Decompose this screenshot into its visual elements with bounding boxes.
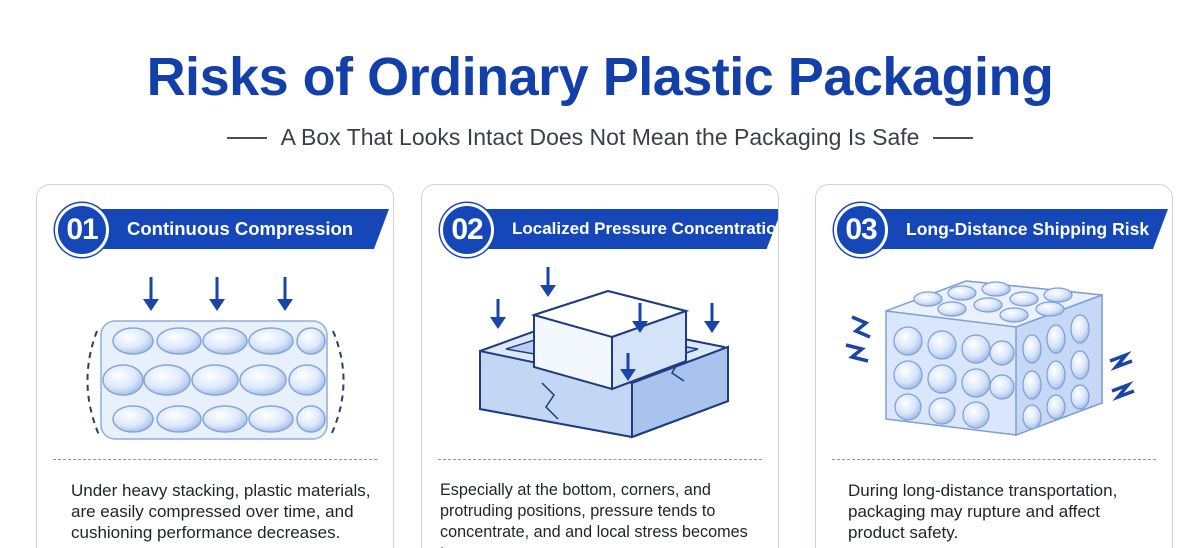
compressed-bubble-wrap-icon	[86, 277, 345, 440]
subtitle-line-left	[226, 136, 267, 139]
card-number-badge: 02	[440, 203, 494, 257]
risk-card-compression: 01 Continuous Compression	[36, 184, 394, 548]
card-divider	[438, 459, 762, 460]
card-description: Under heavy stacking, plastic materials,…	[71, 481, 371, 542]
card-divider	[832, 459, 1156, 460]
risk-card-shipping: 03 Long-Distance Shipping Risk	[815, 184, 1173, 548]
cracked-foam-tray-icon	[479, 267, 730, 439]
risk-card-pressure: 02 Localized Pressure Concentration	[421, 184, 779, 548]
card-description: Especially at the bottom, corners, and p…	[440, 481, 748, 548]
card-heading-banner: Localized Pressure Concentration	[474, 209, 779, 249]
card-heading-banner: Continuous Compression	[89, 209, 389, 249]
subtitle-row: A Box That Looks Intact Does Not Mean th…	[0, 124, 1200, 151]
card-number-badge: 03	[834, 203, 888, 257]
card-number-badge: 01	[55, 203, 109, 257]
page-title: Risks of Ordinary Plastic Packaging	[146, 47, 1054, 107]
subtitle-line-right	[933, 136, 974, 139]
card-heading: Continuous Compression	[127, 218, 354, 239]
card-heading-banner: Long-Distance Shipping Risk	[868, 209, 1168, 249]
card-description: During long-distance transportation, pac…	[848, 481, 1118, 542]
page-subtitle: A Box That Looks Intact Does Not Mean th…	[280, 124, 920, 150]
vibrating-bubble-block-icon	[845, 280, 1135, 437]
card-divider	[53, 459, 377, 460]
card-heading: Long-Distance Shipping Risk	[906, 218, 1150, 239]
card-heading: Localized Pressure Concentration	[512, 219, 779, 238]
